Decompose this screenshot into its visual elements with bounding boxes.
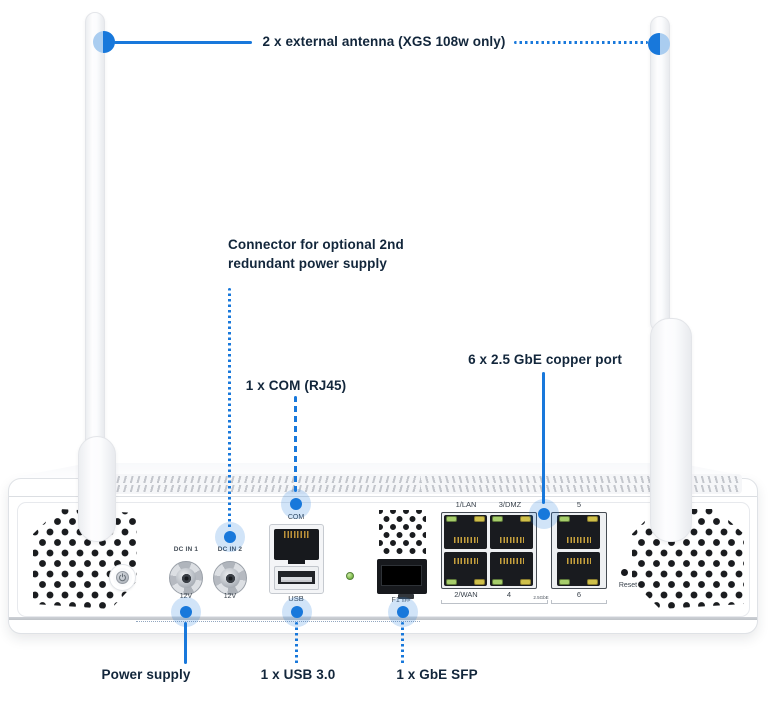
port-label-5: 5 [576,500,582,509]
dc-connector-pin [225,573,235,583]
com-marker-dot [290,498,302,510]
antenna-tip-marker-left [93,31,115,53]
rj45-notch [288,560,305,564]
leader-line-antenna-right [514,41,648,44]
eth-port-3-dmz [490,515,533,549]
usb-tongue [281,577,312,582]
antenna-callout: 2 x external antenna (XGS 108w only) [262,34,506,49]
vent-grid-sfp [379,510,426,555]
copper-callout: 6 x 2.5 GbE copper port [468,352,622,367]
port-label-2-wan: 2/WAN [454,590,478,599]
dc2-voltage-label: 12V [223,593,237,600]
left-antenna-rod [85,12,105,452]
top-vent-hatch [98,485,420,492]
port-speed-note: 2.5GbE [533,595,549,600]
psu-callout-line1: Connector for optional 2nd [228,237,404,252]
rj45-pins [499,537,524,543]
eth-port-5 [557,515,600,549]
usb-callout: 1 x USB 3.0 [260,667,336,682]
sfp-opening [381,565,422,586]
port-label-1-lan: 1/LAN [455,500,477,509]
rj45-pins [453,558,478,564]
antenna-tip-marker-right [648,33,670,55]
power-icon [116,571,129,584]
leader-line-sfp [401,622,404,664]
leader-line-psu [228,288,231,528]
link-led [560,517,569,521]
right-antenna-base [650,318,692,542]
activity-led [475,517,484,521]
port-label-6: 6 [576,590,582,599]
top-vent-hatch [420,485,740,492]
dc-connector-1 [169,561,203,595]
link-led [447,517,456,521]
copper-marker-dot [538,508,550,520]
rj45-pins [499,558,524,564]
rj45-pins [566,558,591,564]
activity-led [588,517,597,521]
eth-port-1-lan [444,515,487,549]
dc-connector-2 [213,561,247,595]
com-rj45-port [274,529,319,560]
power-callout: Power supply [101,667,191,682]
chassis-bottom-edge [9,617,757,620]
sfp-name: F1 [391,597,400,604]
reset-label: Reset [618,582,638,589]
activity-led [475,580,484,584]
right-antenna-rod [650,16,670,332]
lid-separator [9,496,757,497]
link-led [493,517,502,521]
port-label-bracket-b [551,600,607,604]
top-vent-hatch [98,475,420,483]
eth-port-2-wan [444,552,487,586]
link-led [560,580,569,584]
dc1-voltage-label: 12V [179,593,193,600]
link-led [493,580,502,584]
power-marker-dot [180,606,192,618]
eth-port-6 [557,552,600,586]
leader-line-antenna-left [114,41,252,44]
activity-led [521,580,530,584]
com-callout: 1 x COM (RJ45) [245,378,347,393]
leader-line-com [294,396,297,492]
sfp-tag: SFP [401,598,411,603]
sfp-port-label: F1 SFP [383,597,419,604]
sfp-marker-dot [397,606,409,618]
port-label-3-dmz: 3/DMZ [498,500,522,509]
dc-in-1-label: DC IN 1 [173,546,199,553]
usb-port [274,566,319,590]
sfp-cage [377,559,427,594]
dc-in-2-label: DC IN 2 [217,546,243,553]
power-button [109,564,136,591]
rj45-pins [453,537,478,543]
leader-line-usb [295,622,298,664]
activity-led [521,517,530,521]
link-led [447,580,456,584]
status-led [346,572,354,580]
bottom-seam-dots [136,621,420,622]
rj45-pins [566,537,591,543]
port-label-4: 4 [506,590,512,599]
rj45-pins [283,531,310,538]
psu-callout: Connector for optional 2nd redundant pow… [228,236,404,273]
psu-callout-line2: redundant power supply [228,255,387,271]
port-label-bracket-a [441,600,548,604]
leader-line-copper [542,372,545,504]
left-antenna-base [78,436,116,542]
com-label: COM [287,514,305,521]
reset-pinhole [621,569,628,576]
usb-marker-dot [291,606,303,618]
sfp-latch [398,594,414,599]
activity-led [588,580,597,584]
top-vent-hatch [420,475,740,483]
usb-slot [278,571,315,584]
leader-line-power [184,622,187,664]
usb-label: USB [288,594,304,603]
sfp-callout: 1 x GbE SFP [396,667,478,682]
front-panel [17,502,750,617]
eth-port-4 [490,552,533,586]
psu-marker-dot [224,531,236,543]
dc-connector-pin [181,573,191,583]
